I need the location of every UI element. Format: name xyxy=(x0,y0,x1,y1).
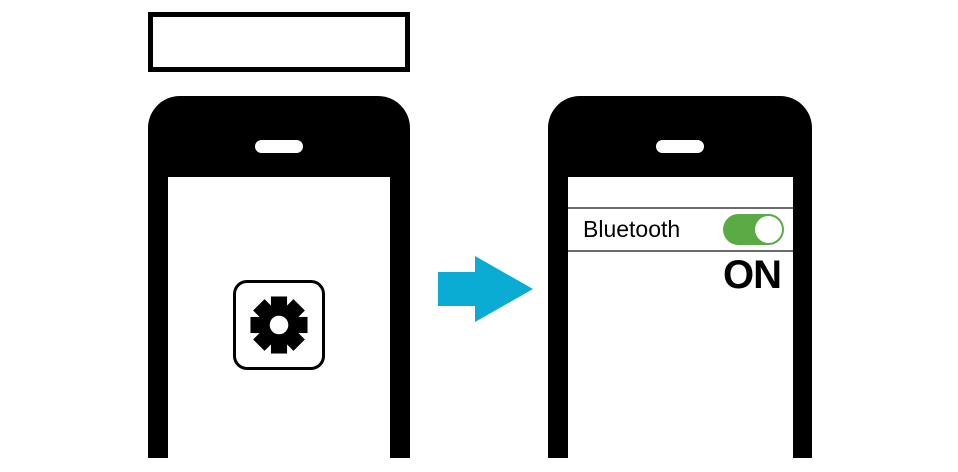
screen-top-band xyxy=(568,177,793,207)
speaker-slot xyxy=(255,140,303,153)
bluetooth-toggle[interactable] xyxy=(723,214,784,245)
bluetooth-row: Bluetooth xyxy=(568,209,793,250)
right-phone-screen: Bluetooth ON xyxy=(568,177,793,458)
toggle-knob xyxy=(755,216,782,243)
row-divider-bottom xyxy=(568,250,793,252)
left-phone-screen xyxy=(168,177,390,458)
bluetooth-label: Bluetooth xyxy=(583,216,681,242)
right-phone: Bluetooth ON xyxy=(548,96,812,458)
arrow-right-icon xyxy=(438,256,533,322)
row-divider-top xyxy=(568,207,793,209)
speaker-slot xyxy=(656,140,704,153)
gear-icon xyxy=(248,294,310,356)
settings-app-button[interactable] xyxy=(233,280,325,370)
left-phone xyxy=(148,96,410,458)
caption-box xyxy=(148,12,410,72)
bluetooth-status-text: ON xyxy=(723,253,782,297)
